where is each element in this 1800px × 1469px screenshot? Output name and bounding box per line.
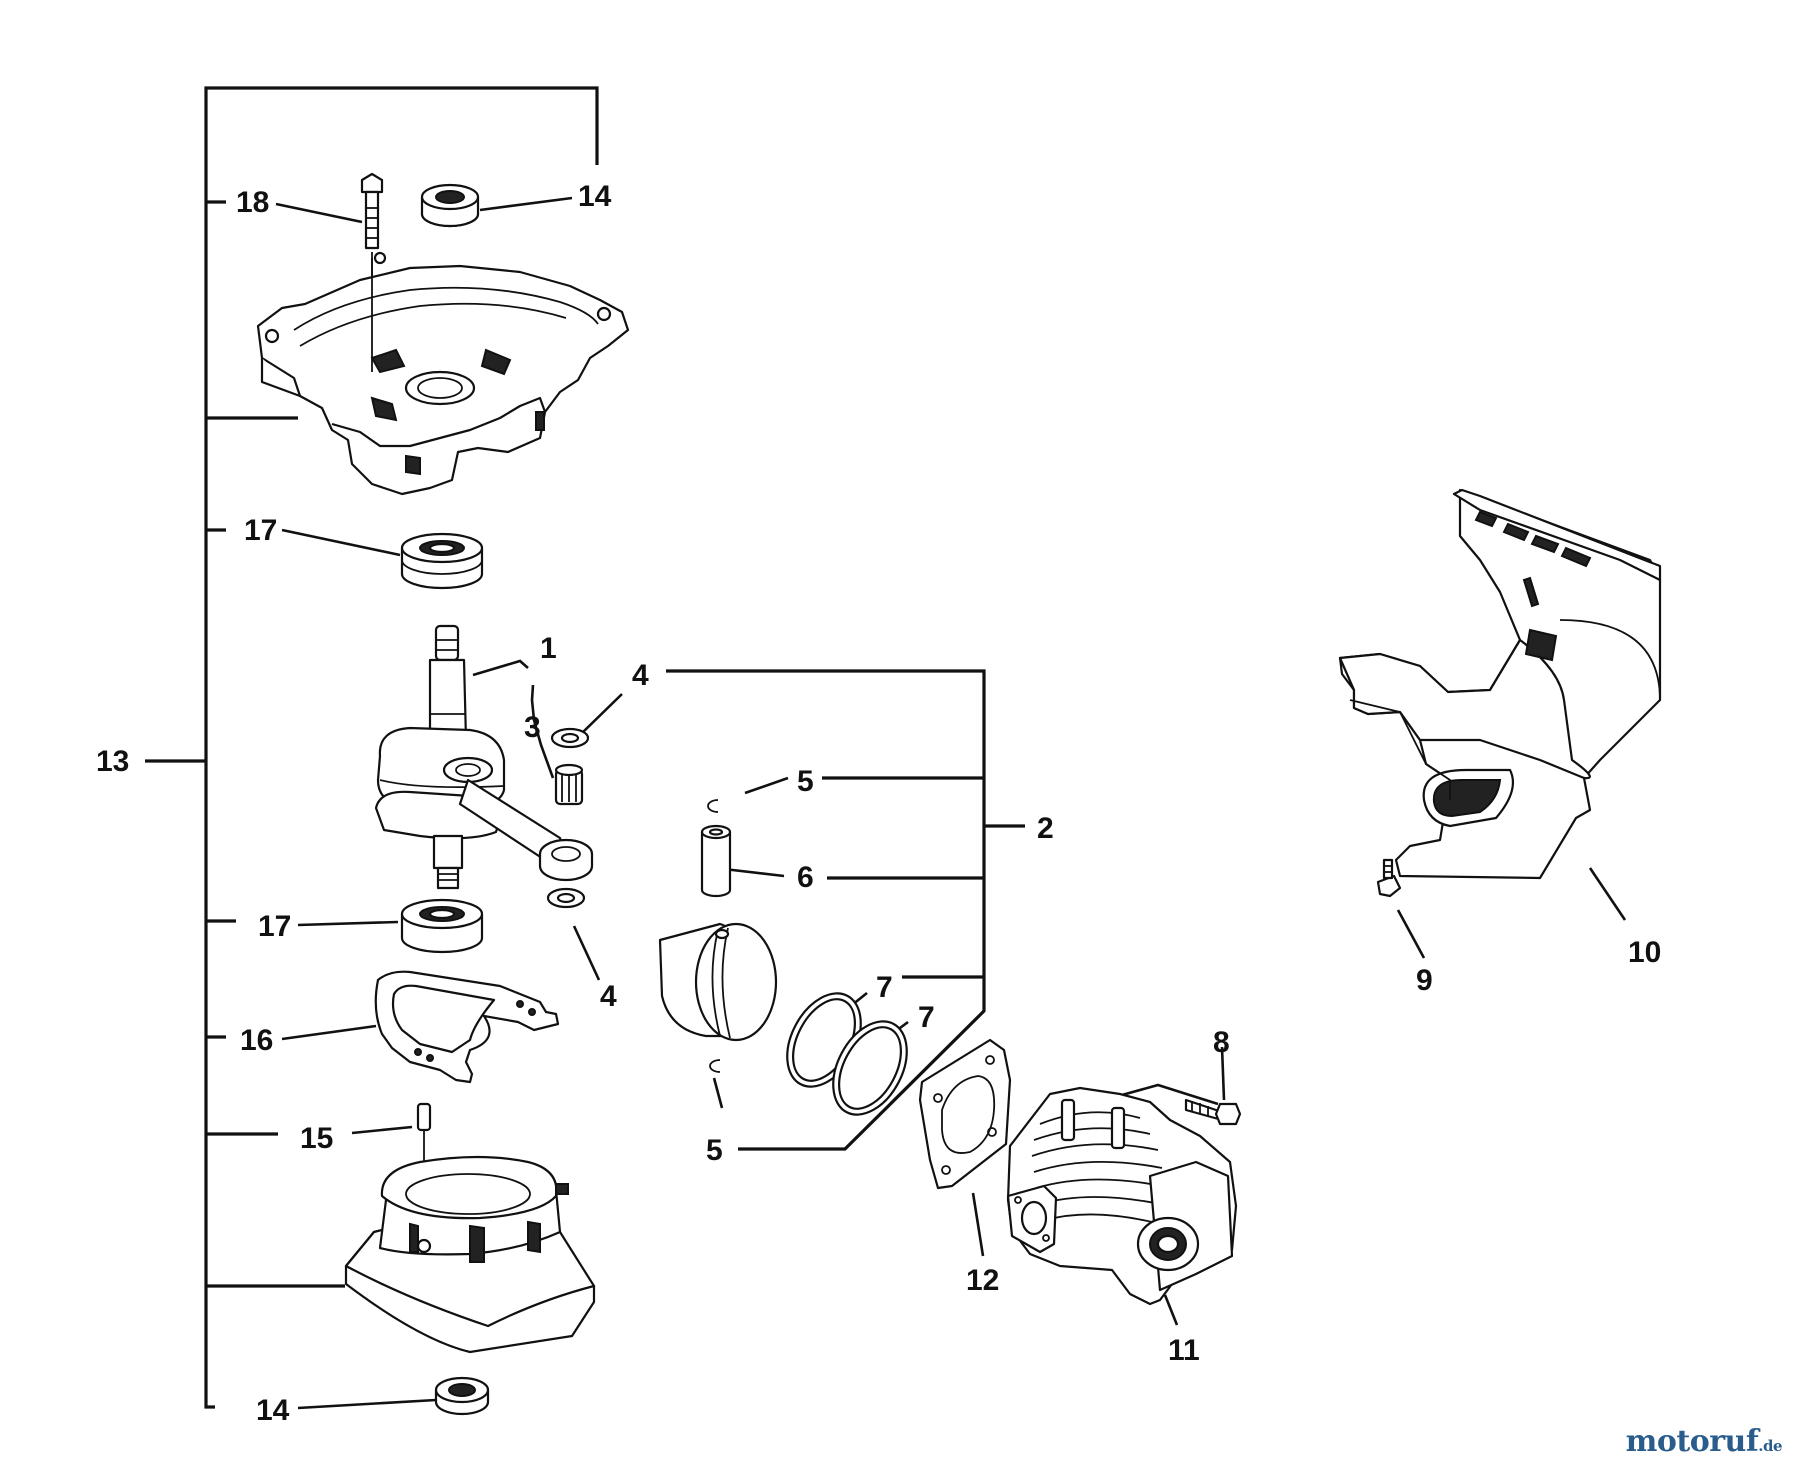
label-6: 6	[797, 861, 814, 894]
label-17-bottom: 17	[258, 910, 291, 943]
label-5-bottom: 5	[706, 1134, 723, 1167]
label-8: 8	[1213, 1026, 1230, 1059]
label-18: 18	[236, 186, 269, 219]
watermark-main: motoruf	[1625, 1424, 1759, 1459]
label-5-top: 5	[797, 765, 814, 798]
label-7-bottom: 7	[918, 1001, 935, 1034]
label-17-top: 17	[244, 514, 277, 547]
piston-icon	[658, 922, 778, 1042]
bolt-8-icon	[1184, 1098, 1242, 1126]
label-10: 10	[1628, 936, 1661, 969]
crankshaft-1-icon	[374, 624, 594, 890]
label-7-top: 7	[876, 971, 893, 1004]
needle-bearing-3-icon	[554, 763, 584, 806]
circlip-5-top-icon	[707, 799, 719, 813]
cylinder-11-icon	[1006, 1086, 1238, 1306]
leader-lines	[275, 196, 1627, 1410]
label-9: 9	[1416, 964, 1433, 997]
watermark-logo: motoruf.de	[1625, 1424, 1783, 1459]
label-11: 11	[1168, 1334, 1200, 1367]
label-13: 13	[96, 745, 129, 778]
label-4-bottom: 4	[600, 980, 617, 1013]
gasket-16-icon	[374, 970, 560, 1084]
screw-9-icon	[1376, 858, 1402, 898]
label-4-top: 4	[632, 659, 649, 692]
piston-ring-7b-icon	[832, 1020, 908, 1116]
label-2: 2	[1037, 812, 1054, 845]
washer-4-bottom-icon	[546, 887, 586, 909]
label-14-top: 14	[578, 180, 612, 213]
cylinder-gasket-12-icon	[918, 1038, 1012, 1190]
circlip-5-bottom-icon	[709, 1059, 721, 1073]
oil-seal-14-bottom-icon	[434, 1376, 490, 1416]
label-14-bottom: 14	[256, 1394, 290, 1427]
label-12: 12	[966, 1264, 999, 1297]
part-labels: 18 14 17 1 3 4 5 2 6 13 17 4 7 7 16 8 15…	[96, 180, 1661, 1427]
bearing-17-bottom-icon	[400, 898, 484, 954]
cylinder-cover-10-icon	[1338, 488, 1662, 880]
bearing-17-top-icon	[400, 532, 484, 590]
oil-seal-14-top-icon	[420, 183, 480, 228]
crankcase-upper-icon	[256, 251, 630, 496]
assembly-bracket-2	[666, 669, 1025, 1151]
crankcase-lower-icon	[344, 1155, 596, 1354]
label-15: 15	[300, 1122, 333, 1155]
watermark-tld: .de	[1758, 1437, 1782, 1455]
label-1: 1	[540, 632, 557, 665]
label-3: 3	[524, 711, 541, 744]
label-16: 16	[240, 1024, 273, 1057]
piston-pin-6-icon	[700, 824, 732, 898]
assembly-bracket-13	[145, 86, 599, 1409]
washer-4-top-icon	[550, 727, 590, 749]
